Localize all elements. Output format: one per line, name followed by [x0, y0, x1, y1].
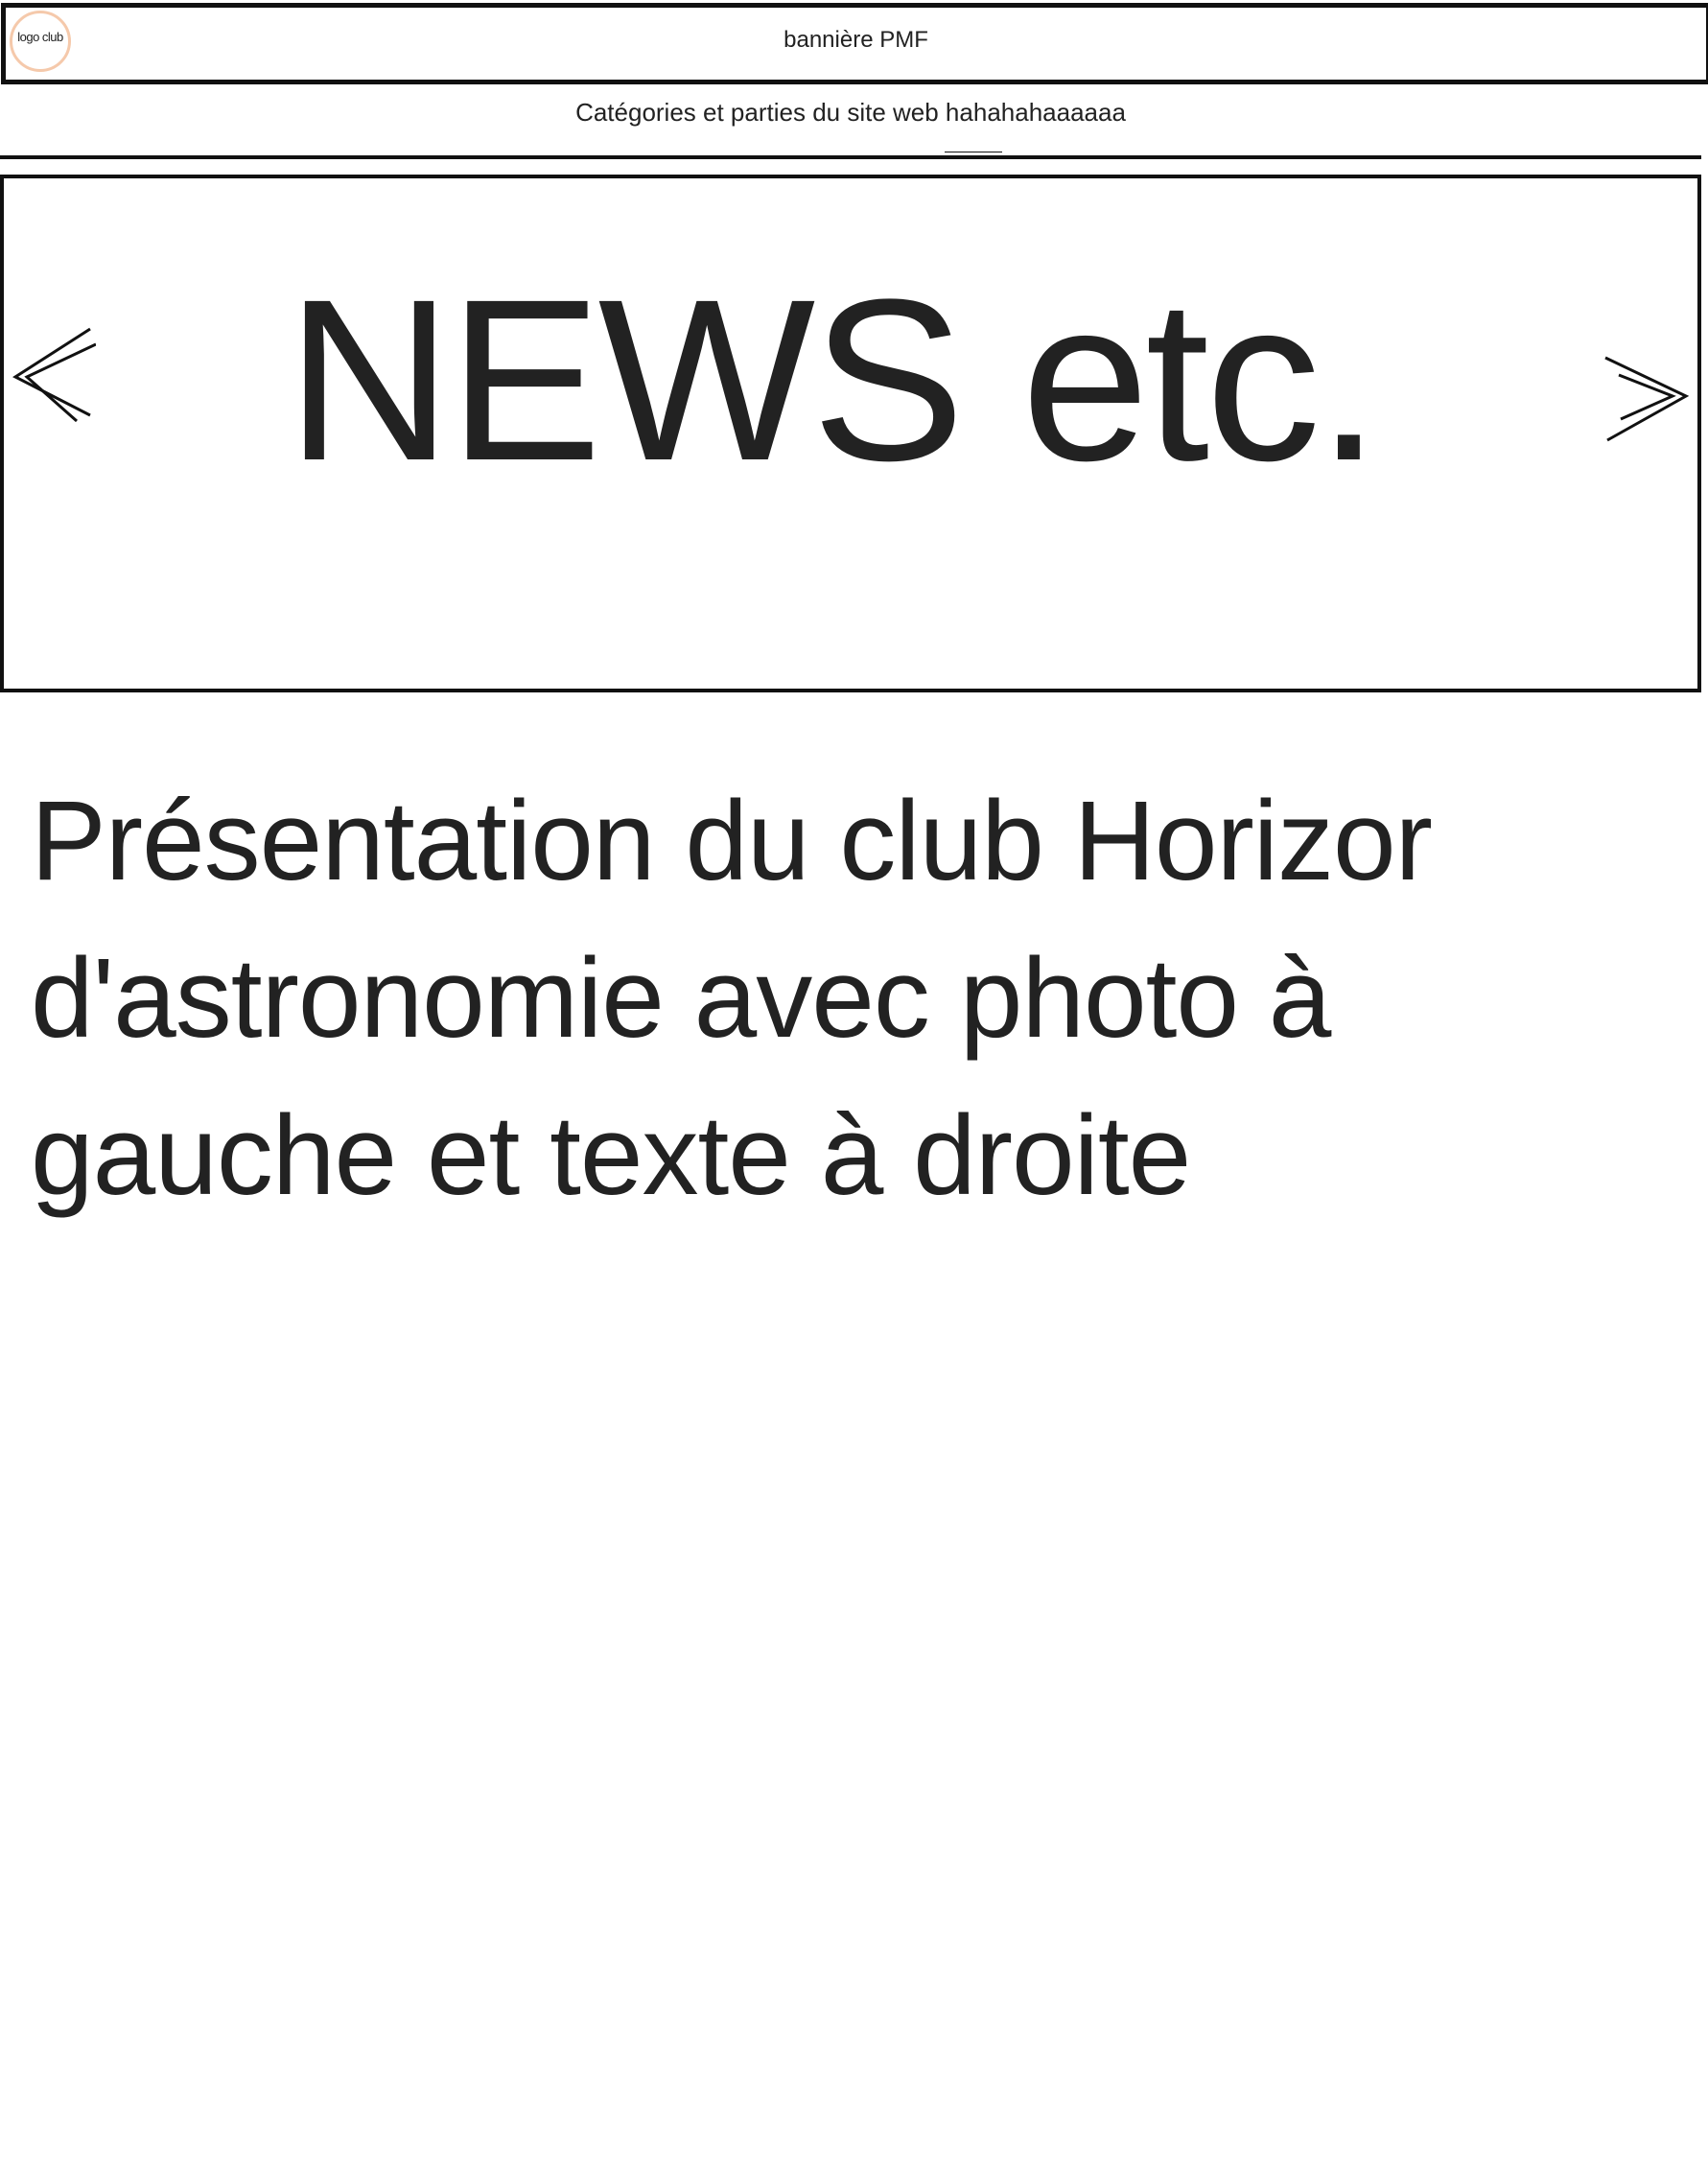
- header-banner: logo club bannière PMF: [1, 3, 1708, 84]
- nav-divider: [0, 155, 1701, 159]
- club-presentation: Présentation du club Horizor d'astronomi…: [31, 762, 1661, 1234]
- presentation-line-2: d'astronomie avec photo à: [31, 935, 1331, 1062]
- double-chevron-left-icon: [12, 327, 97, 423]
- double-chevron-right-icon: [1604, 356, 1690, 442]
- carousel-prev-button[interactable]: [8, 327, 97, 428]
- presentation-line-1: Présentation du club Horizor: [31, 778, 1433, 904]
- news-carousel: NEWS etc.: [0, 175, 1701, 692]
- site-navigation: Catégories et parties du site web hahaha…: [0, 82, 1701, 159]
- nav-categories-label[interactable]: Catégories et parties du site web hahaha…: [575, 98, 1126, 127]
- club-logo[interactable]: logo club: [10, 11, 71, 72]
- club-logo-label: logo club: [17, 30, 63, 44]
- presentation-line-3: gauche et texte à droite: [31, 1092, 1191, 1219]
- news-title: NEWS etc.: [286, 251, 1381, 508]
- banner-title: bannière PMF: [784, 27, 928, 53]
- carousel-next-button[interactable]: [1603, 356, 1690, 449]
